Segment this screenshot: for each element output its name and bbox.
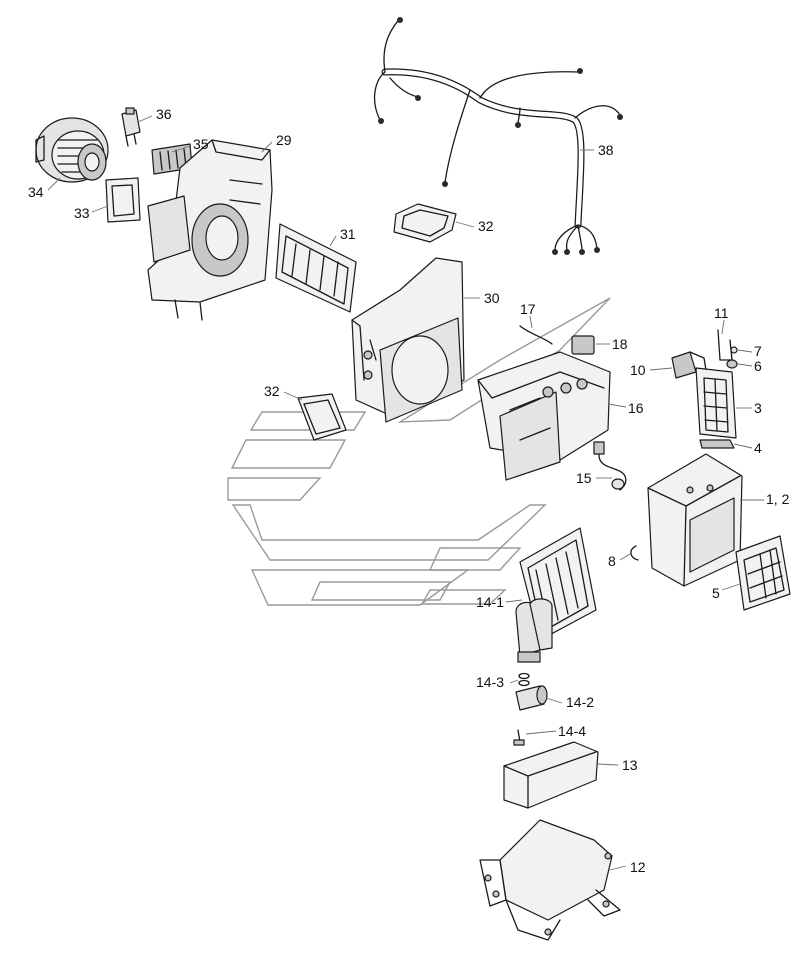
actuator <box>571 335 595 355</box>
label-3: 3 <box>754 400 762 416</box>
wiring-harness <box>373 17 623 255</box>
temp-sensor <box>593 441 627 491</box>
label-18: 18 <box>612 336 628 352</box>
blower-resistor <box>121 107 141 147</box>
o-ring <box>518 672 530 687</box>
drain-hose <box>519 325 553 345</box>
label-12: 12 <box>630 859 646 875</box>
label-1-2: 1, 2 <box>766 491 790 507</box>
label-31: 31 <box>340 226 356 242</box>
filter-clip <box>717 329 738 369</box>
label-17: 17 <box>520 301 536 317</box>
label-34: 34 <box>28 184 44 200</box>
label-38: 38 <box>598 142 614 158</box>
motor-seal <box>105 177 141 223</box>
label-32-top: 32 <box>478 218 494 234</box>
label-10: 10 <box>630 362 646 378</box>
duct-housing <box>351 257 465 423</box>
heater-core <box>515 527 597 663</box>
label-13: 13 <box>622 757 638 773</box>
valve <box>515 685 548 711</box>
label-36: 36 <box>156 106 172 122</box>
air-filter <box>275 223 357 313</box>
label-35: 35 <box>193 136 209 152</box>
insulation-pad <box>503 741 599 809</box>
label-32-left: 32 <box>264 383 280 399</box>
label-5: 5 <box>712 585 720 601</box>
filter-seal <box>699 439 735 449</box>
watermark-logo <box>227 297 611 606</box>
label-11: 11 <box>714 305 729 321</box>
evaporator-case <box>647 453 743 587</box>
bolt <box>513 729 525 746</box>
label-14-3: 14-3 <box>476 674 504 690</box>
label-14-1: 14-1 <box>476 594 504 610</box>
label-15: 15 <box>576 470 592 486</box>
label-4: 4 <box>754 440 762 456</box>
filter-grille <box>735 535 791 611</box>
label-29: 29 <box>276 132 292 148</box>
label-14-2: 14-2 <box>566 694 594 710</box>
mounting-bracket <box>479 819 621 941</box>
label-7: 7 <box>754 343 762 359</box>
clip <box>630 545 639 561</box>
leader-lines <box>47 115 764 871</box>
filter-frame <box>695 367 737 439</box>
label-33: 33 <box>74 205 90 221</box>
part-labels: 36 35 29 34 33 31 32 38 30 32 17 18 16 1… <box>28 106 790 875</box>
blower-housing <box>147 139 273 321</box>
label-30: 30 <box>484 290 500 306</box>
heater-case <box>477 351 611 481</box>
label-8: 8 <box>608 553 616 569</box>
label-14-4: 14-4 <box>558 723 586 739</box>
blower-motor <box>35 117 109 183</box>
label-16: 16 <box>628 400 644 416</box>
gasket-left <box>297 393 347 441</box>
gasket-top <box>393 203 457 243</box>
label-6: 6 <box>754 358 762 374</box>
